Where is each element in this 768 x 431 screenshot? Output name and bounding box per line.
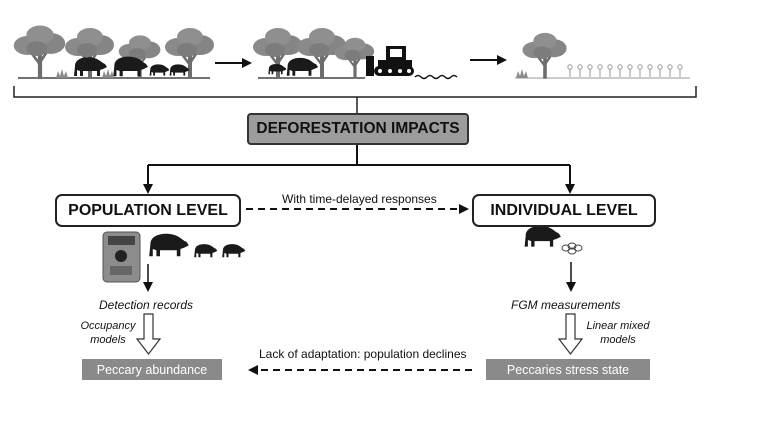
- camera-trap-icon: [102, 231, 141, 283]
- crop-plant-icon: [677, 64, 683, 78]
- crop-plant-icon: [597, 64, 603, 78]
- peccary-icon: [169, 64, 190, 76]
- peccary-icon: [524, 226, 561, 247]
- method-line: Occupancy: [80, 320, 136, 332]
- deforestation-impacts-box: DEFORESTATION IMPACTS: [247, 113, 469, 145]
- detection-records-label: Detection records: [99, 298, 194, 312]
- tree-icon: [521, 31, 568, 80]
- peccary-icon: [194, 244, 218, 258]
- method-line: models: [90, 334, 126, 346]
- shrub-icon: [516, 69, 528, 78]
- peccary-icon: [149, 233, 189, 257]
- link-label: With time-delayed responses: [282, 192, 437, 206]
- hollow-arrow: [557, 313, 584, 355]
- method-line: models: [600, 334, 636, 346]
- method-label: Linear mixed models: [580, 319, 656, 347]
- feedback-label: Lack of adaptation: population declines: [259, 347, 467, 361]
- bracket: [13, 86, 697, 98]
- tree-icon: [63, 26, 116, 81]
- fgm-measurements-label: FGM measurements: [511, 298, 621, 312]
- shrub-icon: [56, 69, 68, 78]
- individual-level-box: INDIVIDUAL LEVEL: [472, 194, 656, 227]
- crop-plant-icon: [637, 64, 643, 78]
- peccary-icon: [149, 64, 170, 76]
- crop-plant-icon: [667, 64, 673, 78]
- clearing-scene: [251, 26, 458, 81]
- crop-plant-icon: [627, 64, 633, 78]
- bulldozer-icon: [366, 46, 414, 76]
- method-label: Occupancy models: [80, 319, 136, 347]
- feces-sample-icon: [561, 242, 583, 255]
- method-line: Linear mixed: [586, 320, 650, 332]
- peccary-icon: [222, 244, 246, 258]
- peccary-icon: [286, 57, 319, 76]
- shrub-icon: [102, 69, 114, 78]
- crop-plant-icon: [577, 64, 583, 78]
- stress-state-box: Peccaries stress state: [486, 359, 650, 380]
- tree-icon: [12, 24, 67, 81]
- cropland-scene: [515, 31, 690, 80]
- hollow-arrow: [135, 313, 162, 355]
- crop-plant-icon: [647, 64, 653, 78]
- peccary-abundance-box: Peccary abundance: [82, 359, 222, 380]
- forest-scene: [12, 24, 216, 81]
- population-level-box: POPULATION LEVEL: [55, 194, 241, 227]
- crop-plant-icon: [587, 64, 593, 78]
- crop-plant-icon: [617, 64, 623, 78]
- crop-plant-icon: [607, 64, 613, 78]
- crop-plant-icon: [657, 64, 663, 78]
- crop-plant-icon: [567, 64, 573, 78]
